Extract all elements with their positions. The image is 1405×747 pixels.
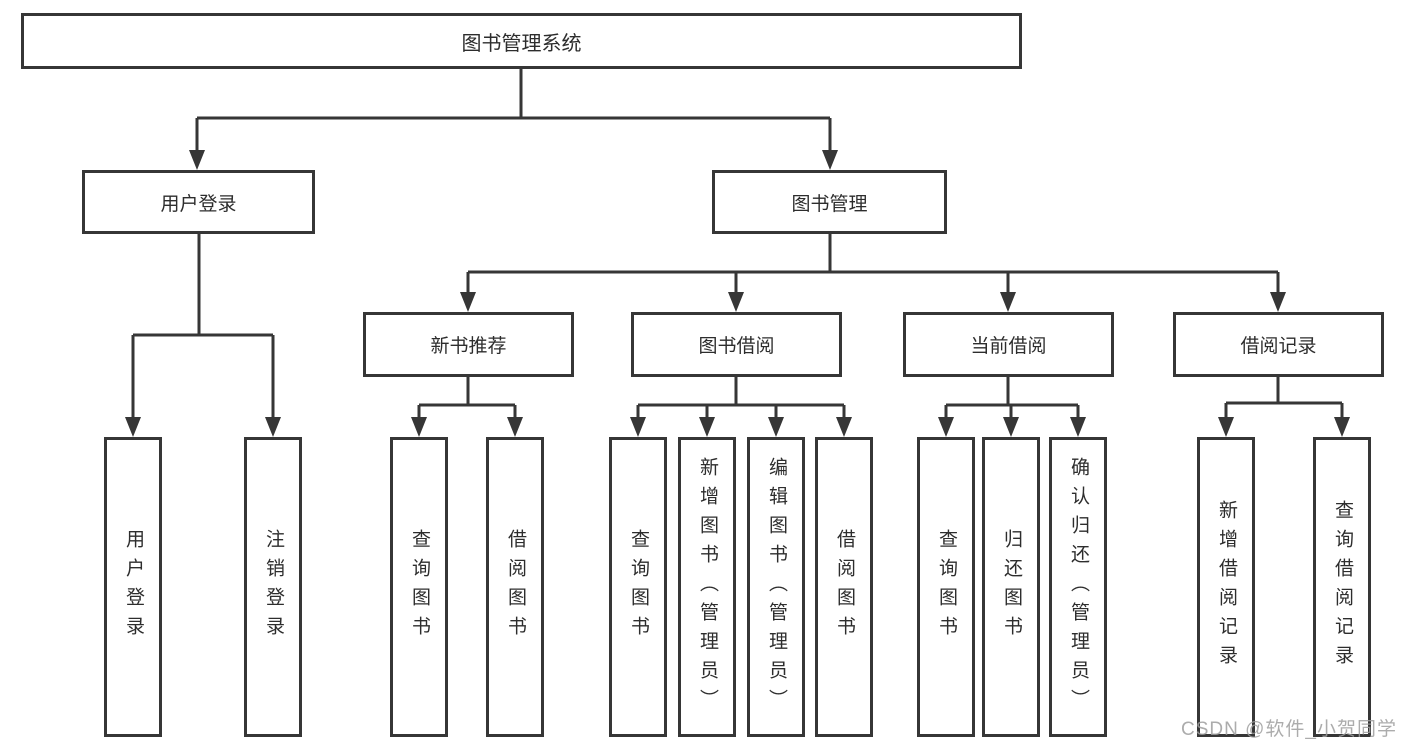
leaf-label: 查询图书	[408, 529, 430, 645]
leaf-label: 查询图书	[935, 529, 957, 645]
arrow-down-icon	[728, 292, 744, 312]
leaf-label: 查询图书	[627, 529, 649, 645]
leaf-query-books-recommendation: 查询图书	[390, 437, 448, 737]
arrow-down-icon	[1003, 417, 1019, 437]
arrow-down-icon	[938, 417, 954, 437]
arrow-down-icon	[1000, 292, 1016, 312]
arrow-down-icon	[265, 417, 281, 437]
leaf-query-books-current: 查询图书	[917, 437, 975, 737]
leaf-query-books-borrowing: 查询图书	[609, 437, 667, 737]
arrow-down-icon	[699, 417, 715, 437]
node-label: 图书借阅	[698, 336, 775, 357]
node-borrowing-records: 借阅记录	[1173, 312, 1384, 377]
arrow-down-icon	[768, 417, 784, 437]
leaf-query-borrowing-record: 查询借阅记录	[1313, 437, 1371, 737]
leaf-label: 借阅图书	[504, 529, 526, 645]
node-library-management-system: 图书管理系统	[21, 13, 1022, 69]
arrow-down-icon	[1070, 417, 1086, 437]
arrow-down-icon	[822, 150, 838, 170]
node-book-borrowing: 图书借阅	[631, 312, 842, 377]
leaf-borrow-books-recommendation: 借阅图书	[486, 437, 544, 737]
node-user-login: 用户登录	[82, 170, 315, 234]
leaf-user-login: 用户登录	[104, 437, 162, 737]
leaf-label: 编辑图书（管理员）	[765, 456, 787, 718]
leaf-return-books: 归还图书	[982, 437, 1040, 737]
leaf-add-borrowing-record: 新增借阅记录	[1197, 437, 1255, 737]
leaf-add-book-admin: 新增图书（管理员）	[678, 437, 736, 737]
node-label: 图书管理	[791, 193, 868, 215]
node-new-book-recommendation: 新书推荐	[363, 312, 574, 377]
node-label: 借阅记录	[1240, 336, 1317, 357]
arrow-down-icon	[630, 417, 646, 437]
leaf-label: 归还图书	[1000, 529, 1022, 645]
arrow-down-icon	[411, 417, 427, 437]
watermark: CSDN @软件_小贺同学	[1181, 719, 1397, 740]
leaf-label: 用户登录	[122, 529, 144, 645]
leaf-confirm-return-admin: 确认归还（管理员）	[1049, 437, 1107, 737]
arrow-down-icon	[189, 150, 205, 170]
leaf-label: 注销登录	[262, 529, 284, 645]
arrow-down-icon	[836, 417, 852, 437]
leaf-label: 查询借阅记录	[1331, 500, 1353, 674]
node-label: 新书推荐	[430, 336, 507, 357]
leaf-logout: 注销登录	[244, 437, 302, 737]
leaf-label: 新增借阅记录	[1215, 500, 1237, 674]
arrow-down-icon	[460, 292, 476, 312]
node-label: 图书管理系统	[461, 32, 582, 55]
leaf-label: 借阅图书	[833, 529, 855, 645]
arrow-down-icon	[1270, 292, 1286, 312]
leaf-edit-book-admin: 编辑图书（管理员）	[747, 437, 805, 737]
node-book-management: 图书管理	[712, 170, 947, 234]
arrow-down-icon	[507, 417, 523, 437]
node-current-borrowing: 当前借阅	[903, 312, 1114, 377]
arrow-down-icon	[125, 417, 141, 437]
node-label: 当前借阅	[970, 336, 1047, 357]
node-label: 用户登录	[160, 193, 237, 215]
arrow-down-icon	[1218, 417, 1234, 437]
leaf-borrow-books-borrowing: 借阅图书	[815, 437, 873, 737]
leaf-label: 新增图书（管理员）	[696, 456, 718, 718]
leaf-label: 确认归还（管理员）	[1067, 456, 1089, 718]
arrow-down-icon	[1334, 417, 1350, 437]
